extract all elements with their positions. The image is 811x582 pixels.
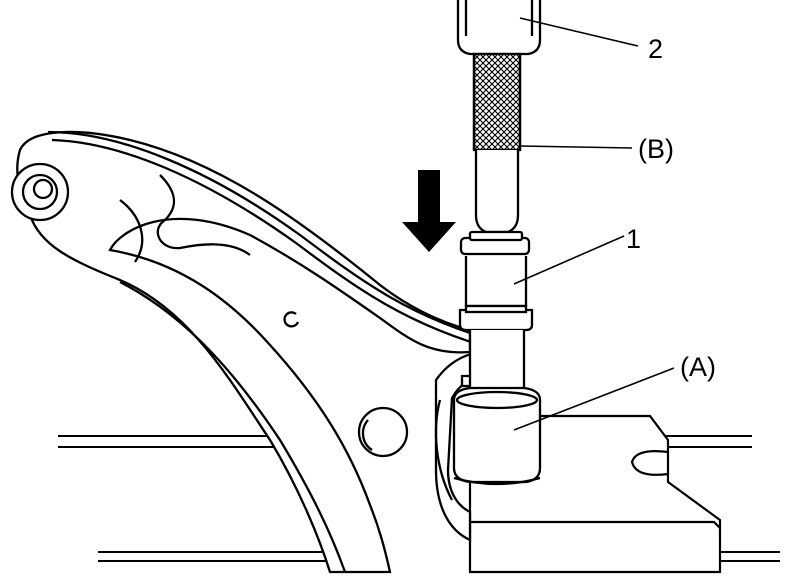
callout-B: (B) [638, 134, 674, 164]
callout-2: 2 [648, 34, 663, 64]
control-arm [10, 130, 502, 574]
callout-A: (A) [680, 352, 716, 382]
callout-1: 1 [626, 224, 641, 254]
down-arrow-icon [402, 170, 456, 252]
press-tool [452, 0, 542, 486]
leader-lines [513, 17, 675, 431]
